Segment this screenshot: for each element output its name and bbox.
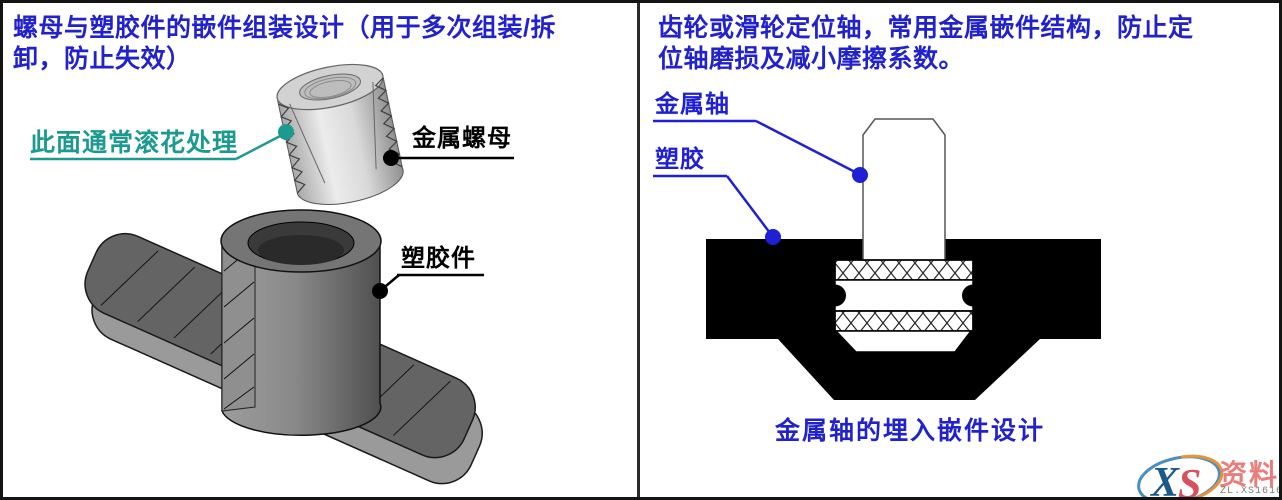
label-knurl-note: 此面通常滚花处理 bbox=[30, 129, 239, 157]
knurl-band-top bbox=[834, 259, 974, 281]
plastic-part-3d bbox=[84, 209, 483, 485]
plastic-callout-dot bbox=[765, 229, 781, 245]
label-metal-nut: 金属螺母 bbox=[412, 125, 512, 152]
insert-section-diagram bbox=[653, 118, 1101, 400]
watermark-letter-s: S bbox=[1178, 462, 1201, 500]
panel-divider bbox=[637, 3, 640, 497]
watermark-site-name: 资料网 bbox=[1219, 459, 1280, 490]
label-metal-shaft: 金属轴 bbox=[655, 91, 730, 118]
metal-shaft-shape bbox=[862, 118, 946, 262]
metal-nut-callout-dot bbox=[383, 150, 399, 166]
left-panel-title: 螺母与塑胶件的嵌件组装设计（用于多次组装/拆卸，防止失效） bbox=[13, 14, 556, 73]
knurl-zigzag-left bbox=[278, 103, 306, 194]
plastic-part-callout-dot bbox=[372, 283, 388, 299]
right-panel-caption: 金属轴的埋入嵌件设计 bbox=[775, 417, 1046, 445]
label-plastic-part: 塑胶件 bbox=[401, 245, 476, 272]
left-callouts bbox=[30, 124, 514, 299]
plastic-block-bottom-trapezoid bbox=[778, 339, 1040, 400]
watermark-letter-x: X bbox=[1149, 460, 1180, 500]
metal-shaft-callout-dot bbox=[852, 167, 868, 183]
knurl-band-bottom bbox=[834, 310, 974, 332]
label-plastic: 塑胶 bbox=[655, 146, 705, 173]
watermark-url: ZL.XS1616.COM bbox=[1220, 486, 1282, 497]
diagram-canvas: X S bbox=[30, 63, 1224, 500]
right-callouts bbox=[653, 119, 858, 234]
shaft-waist bbox=[824, 279, 984, 312]
knurl-callout-dot bbox=[278, 124, 294, 140]
shaft-foot-shape bbox=[834, 330, 973, 353]
watermark-logo: X S bbox=[1137, 454, 1224, 500]
right-panel-title: 齿轮或滑轮定位轴，常用金属嵌件结构，防止定位轴磨损及减小摩擦系数。 bbox=[658, 14, 1194, 73]
